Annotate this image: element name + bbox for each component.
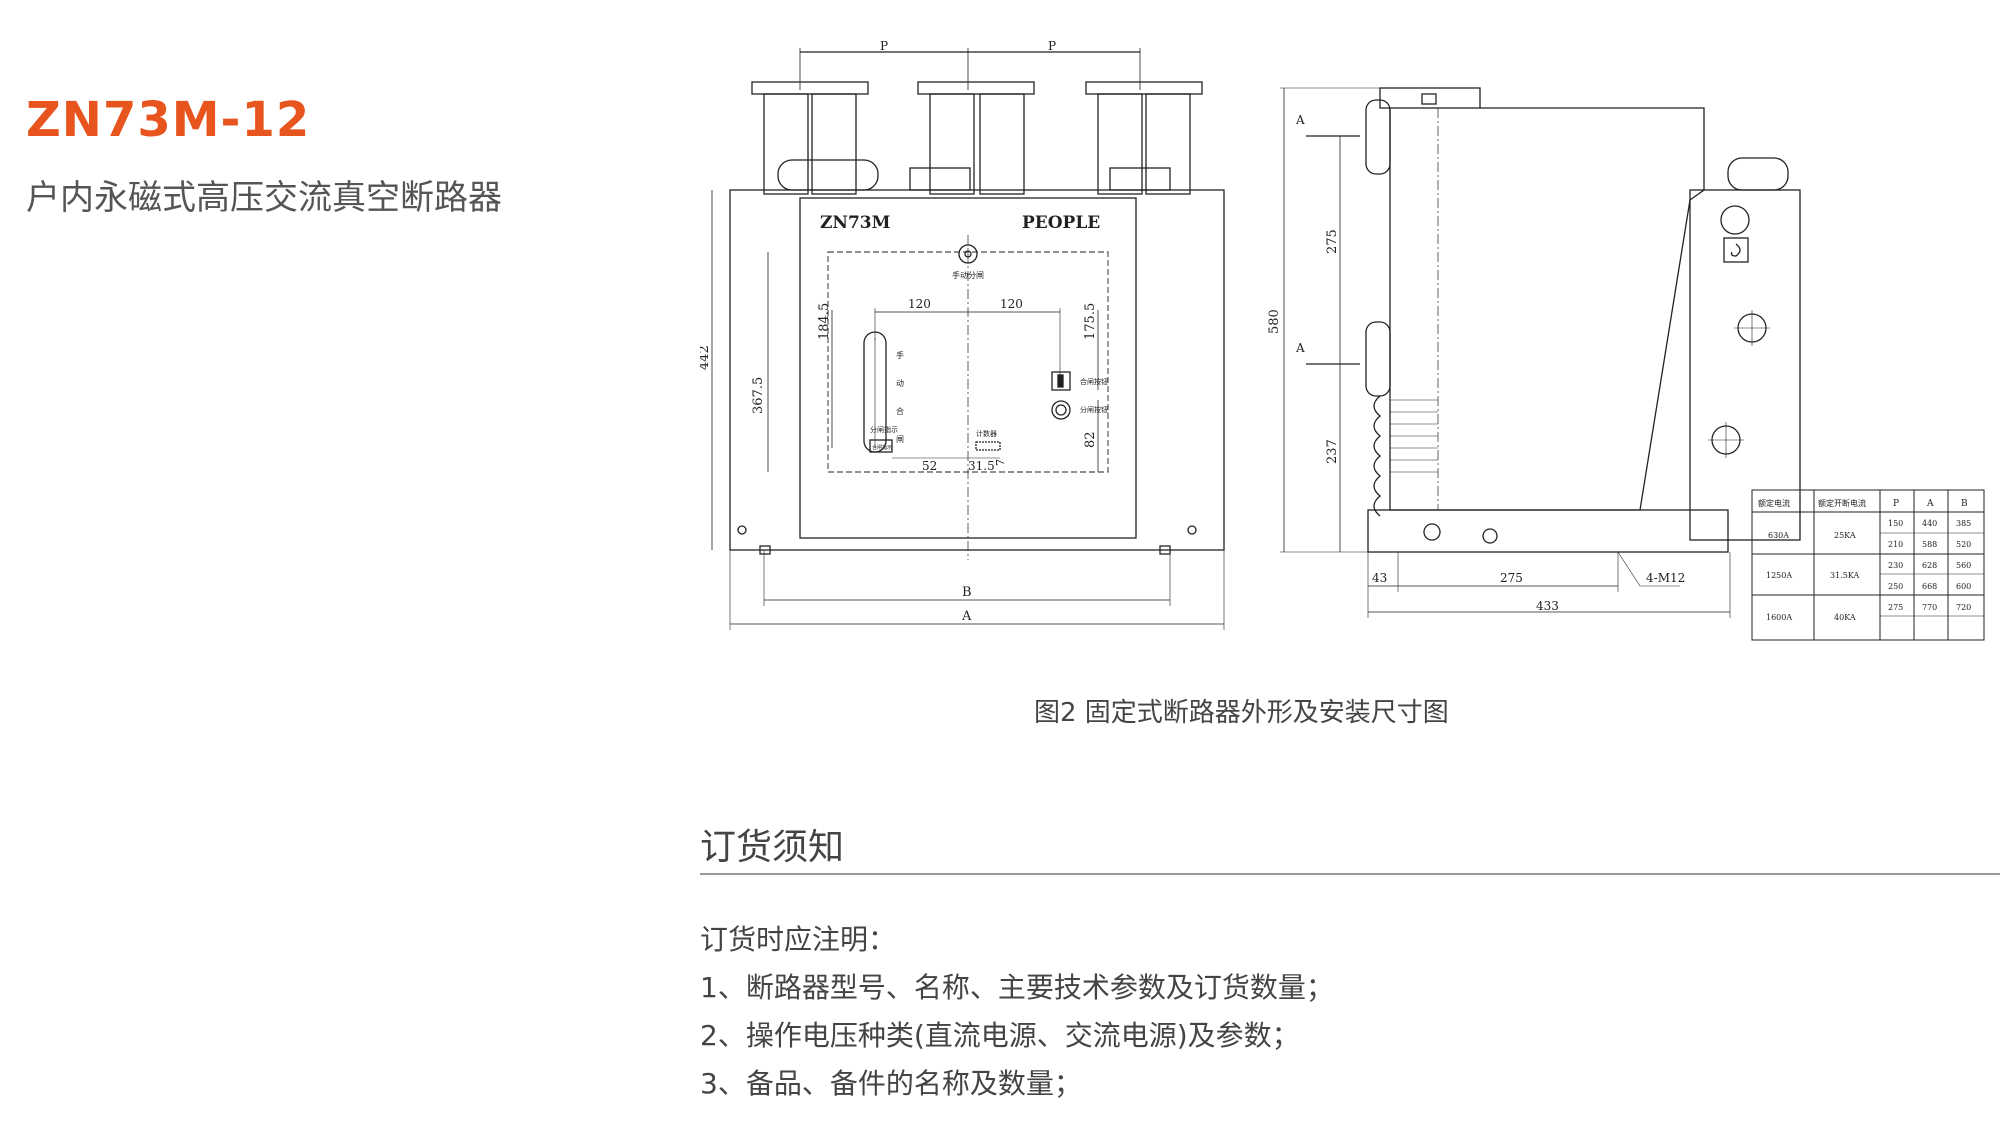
dim-p-left: P — [880, 40, 888, 53]
dim-b: B — [962, 585, 972, 600]
label-indicator: 分闸指示 — [870, 425, 898, 434]
dim-580: 580 — [1267, 309, 1282, 334]
dim-120-right: 120 — [1000, 297, 1023, 311]
order-item: 3、备品、备件的名称及数量； — [700, 1067, 1082, 1100]
table-cell: 275 — [1888, 603, 1903, 612]
dim-52: 52 — [922, 459, 937, 473]
dim-120-left: 120 — [908, 297, 931, 311]
dim-31-5: 31.5 — [968, 459, 995, 473]
bolt-label: 4-M12 — [1646, 571, 1685, 585]
section-divider — [700, 873, 2000, 875]
dim-367-5: 367.5 — [751, 377, 766, 414]
order-item: 1、断路器型号、名称、主要技术参数及订货数量； — [700, 971, 1334, 1004]
table-group-current: 630A — [1768, 531, 1789, 540]
table-cell: 600 — [1956, 582, 1971, 591]
dim-275-vertical: 275 — [1325, 229, 1340, 254]
table-cell: 720 — [1956, 603, 1971, 612]
label-manual-close-2: 动 — [896, 378, 904, 388]
table-group-breaking: 25KA — [1834, 531, 1856, 540]
table-group-breaking: 40KA — [1834, 613, 1856, 622]
table-cell: 520 — [1956, 540, 1971, 549]
order-section-title: 订货须知 — [700, 827, 845, 868]
table-cell: 628 — [1922, 561, 1937, 570]
front-view: P P ZN73M PEOPLE 手动分闸 — [697, 39, 1225, 630]
table-header-breaking: 额定开断电流 — [1818, 498, 1866, 508]
section-a-top: A — [1295, 113, 1305, 127]
table-cell: 210 — [1888, 540, 1903, 549]
table-header-b: B — [1961, 499, 1968, 509]
table-cell: 440 — [1922, 519, 1937, 528]
product-model-title: ZN73M-12 — [26, 92, 311, 148]
order-notes: 订货时应注明： 1、断路器型号、名称、主要技术参数及订货数量； 2、操作电压种类… — [700, 916, 1334, 1108]
dim-43: 43 — [1372, 571, 1387, 585]
table-cell: 588 — [1922, 540, 1937, 549]
table-group-current: 1600A — [1766, 613, 1792, 622]
label-close-button: 合闸按钮 — [1080, 377, 1108, 386]
figure-caption: 图2 固定式断路器外形及安装尺寸图 — [1034, 698, 1449, 728]
spec-table: 额定电流 额定开断电流 P A B 630A 25KA 1250A 31.5KA… — [1751, 489, 1985, 641]
table-group-breaking: 31.5KA — [1830, 571, 1859, 580]
label-manual-close-4: 闸 — [896, 435, 904, 444]
dim-184-5: 184.5 — [817, 303, 832, 340]
table-cell: 770 — [1922, 603, 1937, 612]
table-header-p: P — [1893, 499, 1899, 509]
table-cell: 250 — [1888, 582, 1903, 591]
order-intro: 订货时应注明： — [700, 923, 897, 956]
side-view: 580 A A 275 237 — [1267, 87, 1801, 618]
dim-433: 433 — [1536, 599, 1559, 613]
product-subtitle: 户内永磁式高压交流真空断路器 — [26, 178, 502, 218]
dim-7: 7 — [994, 459, 1007, 466]
nameplate-model: ZN73M — [820, 213, 891, 233]
dim-275-horizontal: 275 — [1500, 571, 1523, 585]
table-header-current: 额定电流 — [1758, 498, 1790, 508]
table-cell: 150 — [1888, 519, 1903, 528]
label-manual-close-3: 合 — [896, 406, 904, 416]
section-a-bottom: A — [1295, 341, 1305, 355]
label-open-button: 分闸按钮 — [1080, 405, 1108, 414]
label-manual-close-1: 手 — [896, 350, 904, 360]
dimension-drawing: P P ZN73M PEOPLE 手动分闸 — [697, 39, 2000, 660]
dim-p-right: P — [1048, 40, 1056, 53]
table-cell: 230 — [1888, 561, 1903, 570]
dim-a: A — [961, 609, 972, 624]
dim-237: 237 — [1325, 439, 1340, 464]
nameplate-brand: PEOPLE — [1022, 213, 1100, 233]
label-indicator-box: 合闸指示 — [872, 444, 892, 451]
table-group-current: 1250A — [1766, 571, 1792, 580]
dim-82: 82 — [1083, 431, 1098, 448]
table-cell: 560 — [1956, 561, 1971, 570]
table-cell: 385 — [1956, 519, 1971, 528]
table-header-a: A — [1926, 499, 1934, 509]
label-counter: 计数器 — [976, 429, 997, 438]
dim-442: 442 — [700, 345, 712, 370]
table-cell: 668 — [1922, 582, 1937, 591]
order-item: 2、操作电压种类(直流电源、交流电源)及参数； — [700, 1019, 1300, 1052]
dim-175-5: 175.5 — [1083, 303, 1098, 340]
